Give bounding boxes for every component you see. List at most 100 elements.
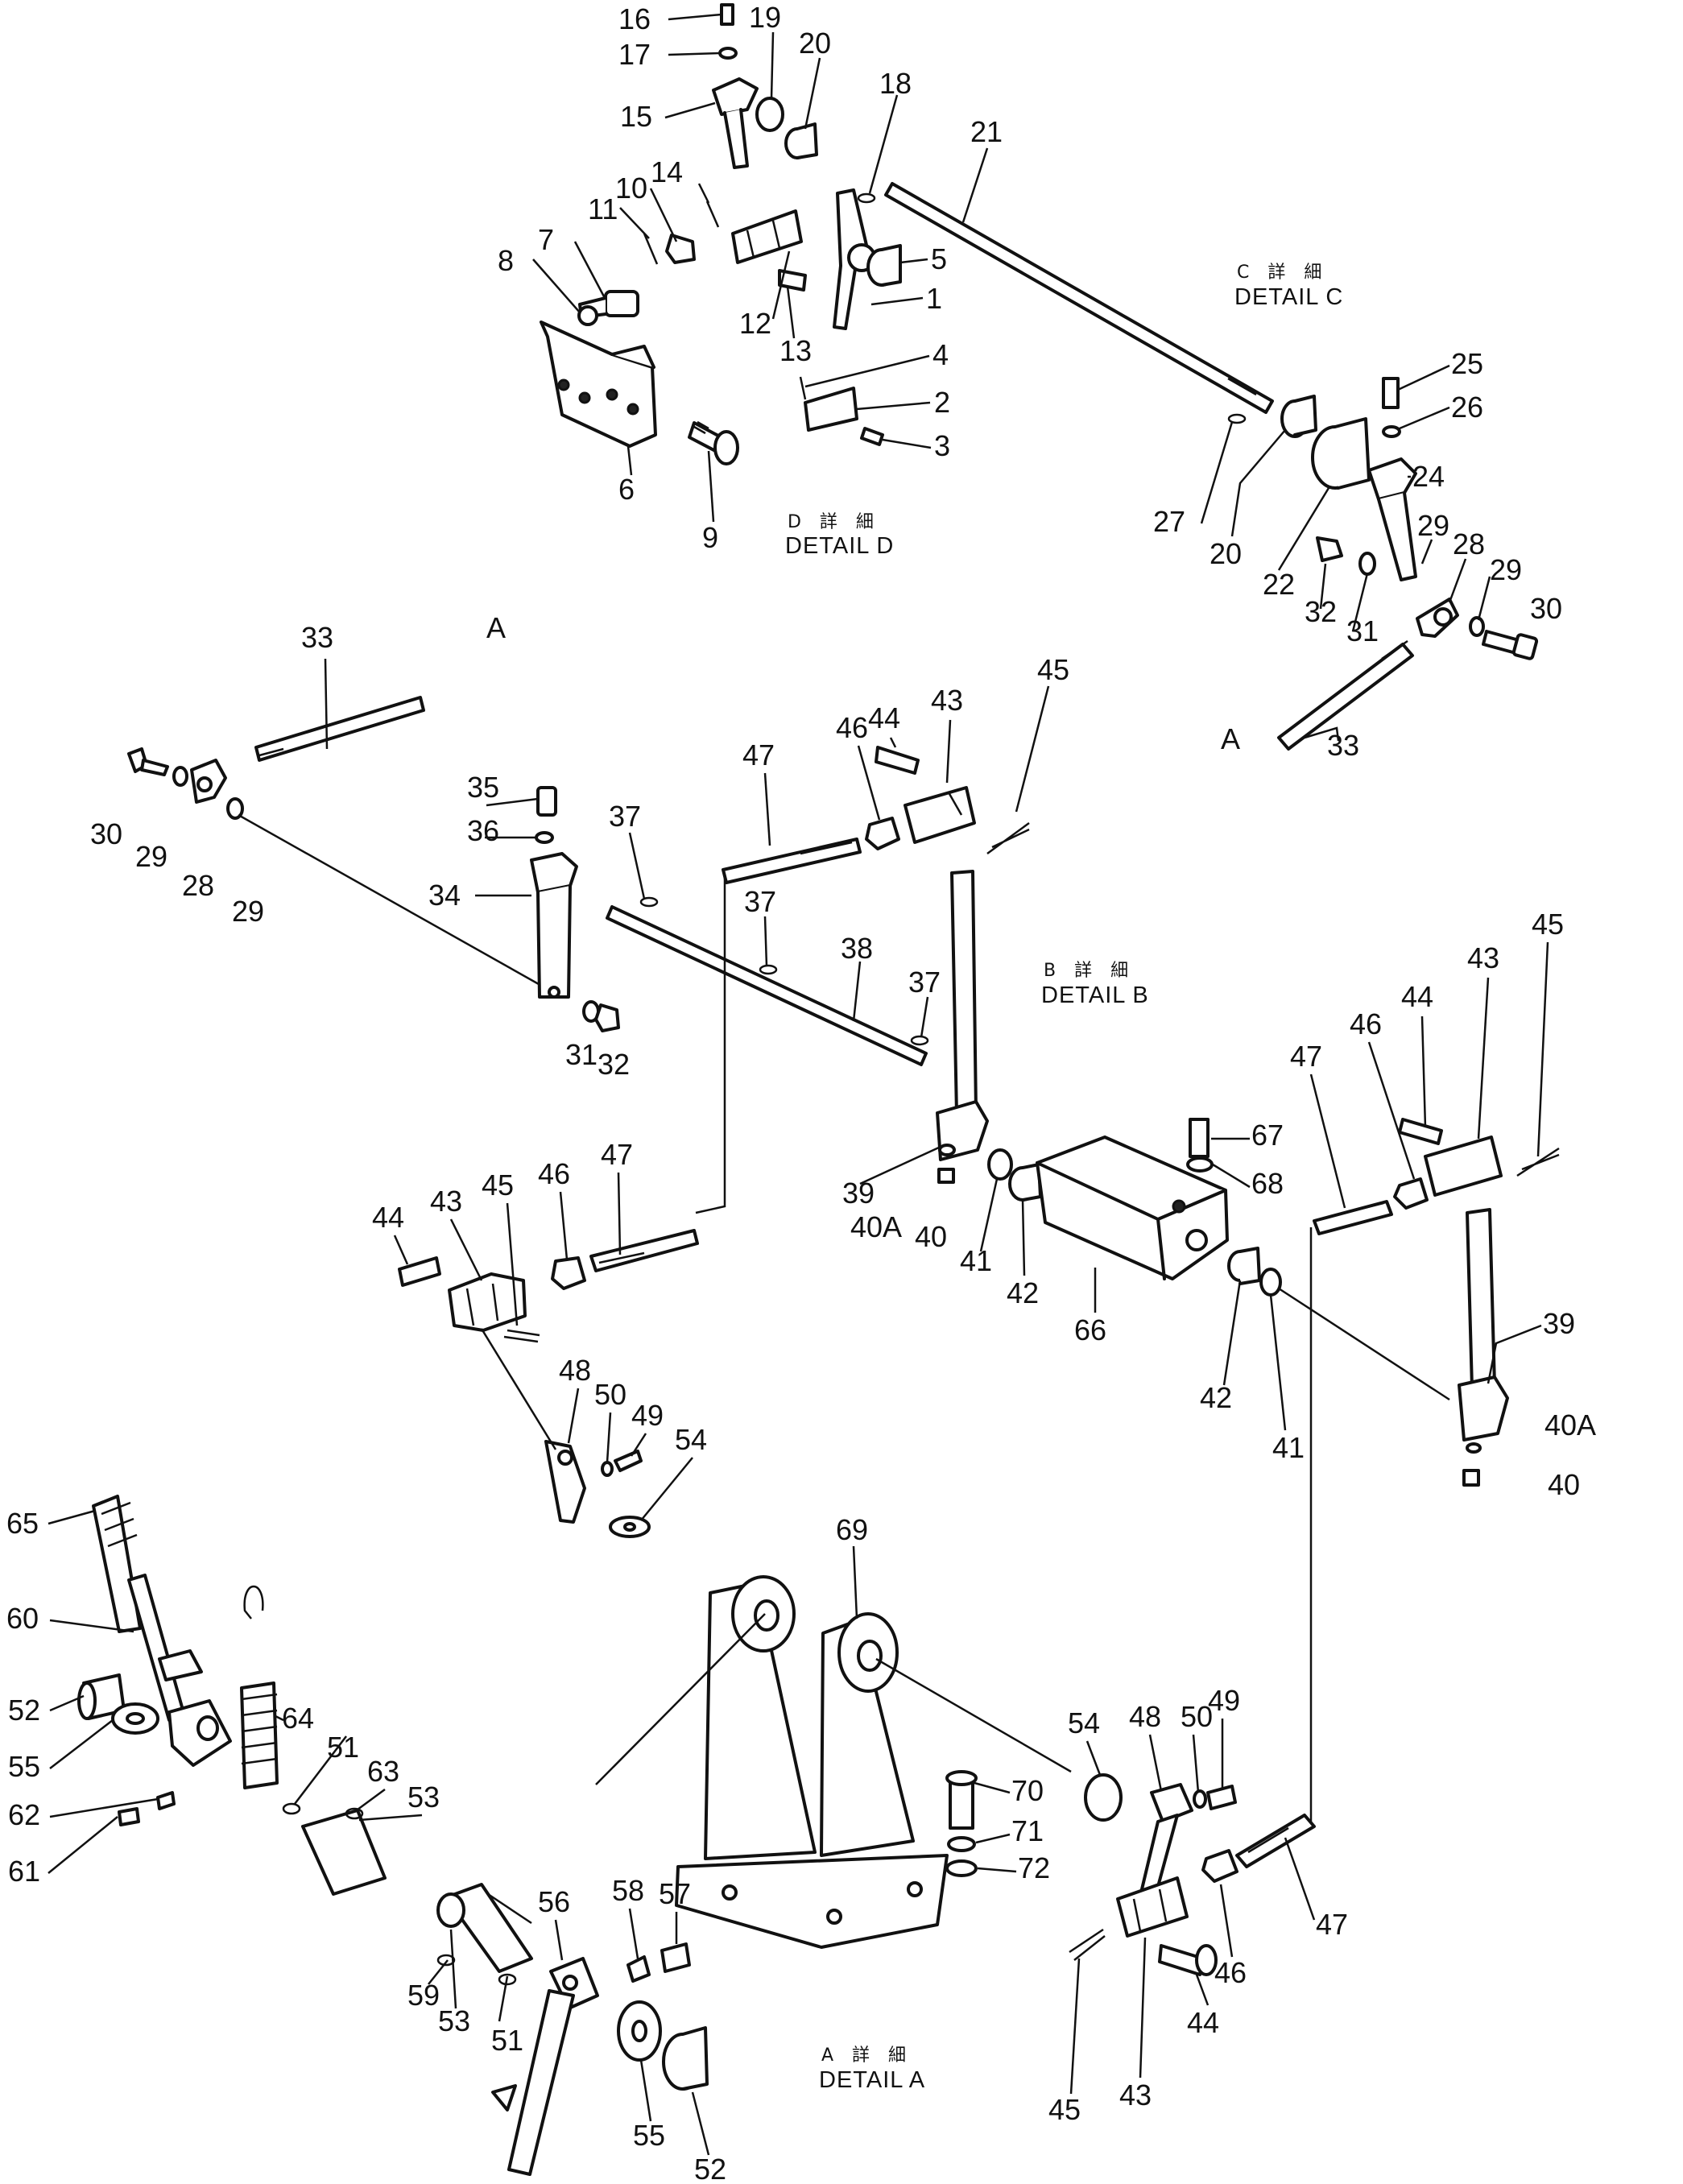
callout-44: 44 — [372, 1201, 404, 1234]
detail-d-title-jp: D 詳 細 — [788, 512, 880, 532]
callout-10: 10 — [615, 172, 647, 205]
callout-45: 45 — [482, 1169, 514, 1202]
callout-4: 4 — [932, 338, 949, 371]
callout-47: 47 — [1316, 1908, 1348, 1941]
detail-b-right-assembly — [1227, 1118, 1560, 1822]
callout-1: 1 — [926, 282, 942, 315]
callout-53: 53 — [407, 1781, 440, 1814]
callout-35: 35 — [467, 771, 499, 804]
callout-25: 25 — [1451, 347, 1483, 380]
callout-41: 41 — [960, 1244, 992, 1277]
callout-72: 72 — [1018, 1851, 1050, 1884]
callout-60: 60 — [6, 1602, 39, 1635]
callout-59: 59 — [407, 1979, 440, 2012]
shaft-38 — [606, 905, 928, 1066]
callout-14: 14 — [651, 155, 683, 188]
callout-21: 21 — [970, 115, 1003, 148]
callout-36: 36 — [467, 814, 499, 847]
callout-27: 27 — [1153, 505, 1185, 538]
callout-43: 43 — [931, 684, 963, 717]
callout-47: 47 — [601, 1138, 633, 1171]
callout-16: 16 — [618, 2, 651, 35]
callout-46: 46 — [836, 711, 868, 744]
callout-55: 55 — [633, 2119, 665, 2152]
callout-22: 22 — [1263, 568, 1295, 601]
callout-40: 40 — [1548, 1468, 1580, 1501]
callout-29: 29 — [1490, 553, 1522, 586]
detail-a-assembly — [77, 1229, 1316, 2176]
callout-49: 49 — [631, 1399, 664, 1432]
callout-61: 61 — [8, 1855, 40, 1888]
callout-20: 20 — [1210, 537, 1242, 570]
callout-46: 46 — [1214, 1956, 1247, 1989]
callout-29: 29 — [135, 840, 167, 873]
callout-44: 44 — [1401, 980, 1433, 1013]
callout-34: 34 — [428, 879, 461, 912]
bracket-plate — [540, 321, 657, 448]
stand-69 — [675, 1854, 949, 1949]
callout-52: 52 — [8, 1694, 40, 1727]
callout-labels: D 詳 細 DETAIL D C 詳 細 DETAIL C B 詳 細 DETA… — [6, 1, 1596, 2184]
callout-46: 46 — [1350, 1007, 1382, 1040]
callout-43: 43 — [430, 1185, 462, 1218]
connector-a-left: A — [486, 611, 506, 644]
shaft-21 — [884, 182, 1274, 414]
callout-40A: 40A — [850, 1210, 902, 1243]
callout-37: 37 — [744, 885, 776, 918]
detail-d-assembly — [540, 3, 902, 465]
callout-70: 70 — [1011, 1774, 1044, 1807]
detail-a-title-jp: A 詳 細 — [821, 2045, 912, 2066]
detail-a-title: DETAIL A — [819, 2067, 925, 2093]
callout-39: 39 — [842, 1177, 875, 1210]
callout-67: 67 — [1251, 1119, 1284, 1152]
callout-33: 33 — [1327, 729, 1359, 762]
callout-40: 40 — [915, 1220, 947, 1253]
callout-31: 31 — [565, 1038, 598, 1071]
callout-50: 50 — [1181, 1700, 1213, 1733]
callout-29: 29 — [1417, 509, 1449, 542]
callout-7: 7 — [538, 223, 554, 256]
callout-42: 42 — [1200, 1381, 1232, 1414]
callout-58: 58 — [612, 1874, 644, 1907]
callout-64: 64 — [282, 1702, 314, 1735]
callout-48: 48 — [1129, 1700, 1161, 1733]
callout-66: 66 — [1074, 1313, 1106, 1346]
callout-55: 55 — [8, 1750, 40, 1783]
callout-24: 24 — [1412, 460, 1445, 493]
callout-53: 53 — [438, 2004, 470, 2037]
block-66 — [1036, 1118, 1229, 1280]
callout-54: 54 — [1068, 1706, 1100, 1739]
callout-57: 57 — [659, 1877, 691, 1910]
callout-19: 19 — [749, 1, 781, 34]
detail-c-title-jp: C 詳 細 — [1237, 263, 1328, 283]
callout-44: 44 — [1187, 2006, 1219, 2039]
callout-29: 29 — [232, 895, 264, 928]
callout-71: 71 — [1011, 1814, 1044, 1847]
connector-a-right: A — [1221, 722, 1240, 755]
callout-15: 15 — [620, 100, 652, 133]
callout-37: 37 — [908, 966, 941, 999]
callout-49: 49 — [1208, 1684, 1240, 1717]
callout-33: 33 — [301, 621, 333, 654]
callout-56: 56 — [538, 1885, 570, 1918]
detail-c-assembly — [1227, 377, 1539, 751]
callout-5: 5 — [931, 242, 947, 275]
callout-12: 12 — [739, 307, 771, 340]
detail-b-title-jp: B 詳 細 — [1044, 961, 1135, 981]
callout-47: 47 — [1290, 1040, 1322, 1073]
callout-62: 62 — [8, 1798, 40, 1831]
callout-28: 28 — [1453, 527, 1485, 560]
detail-b-title: DETAIL B — [1041, 982, 1149, 1008]
callout-32: 32 — [598, 1048, 630, 1081]
callout-52: 52 — [694, 2153, 726, 2184]
detail-b-left-assembly — [127, 696, 1042, 1214]
callout-11: 11 — [588, 192, 618, 225]
callout-39: 39 — [1543, 1307, 1575, 1340]
callout-63: 63 — [367, 1755, 399, 1788]
callout-9: 9 — [702, 521, 718, 554]
callout-3: 3 — [934, 429, 950, 462]
callout-48: 48 — [559, 1354, 591, 1387]
callout-42: 42 — [1007, 1276, 1039, 1309]
callout-50: 50 — [594, 1378, 626, 1411]
